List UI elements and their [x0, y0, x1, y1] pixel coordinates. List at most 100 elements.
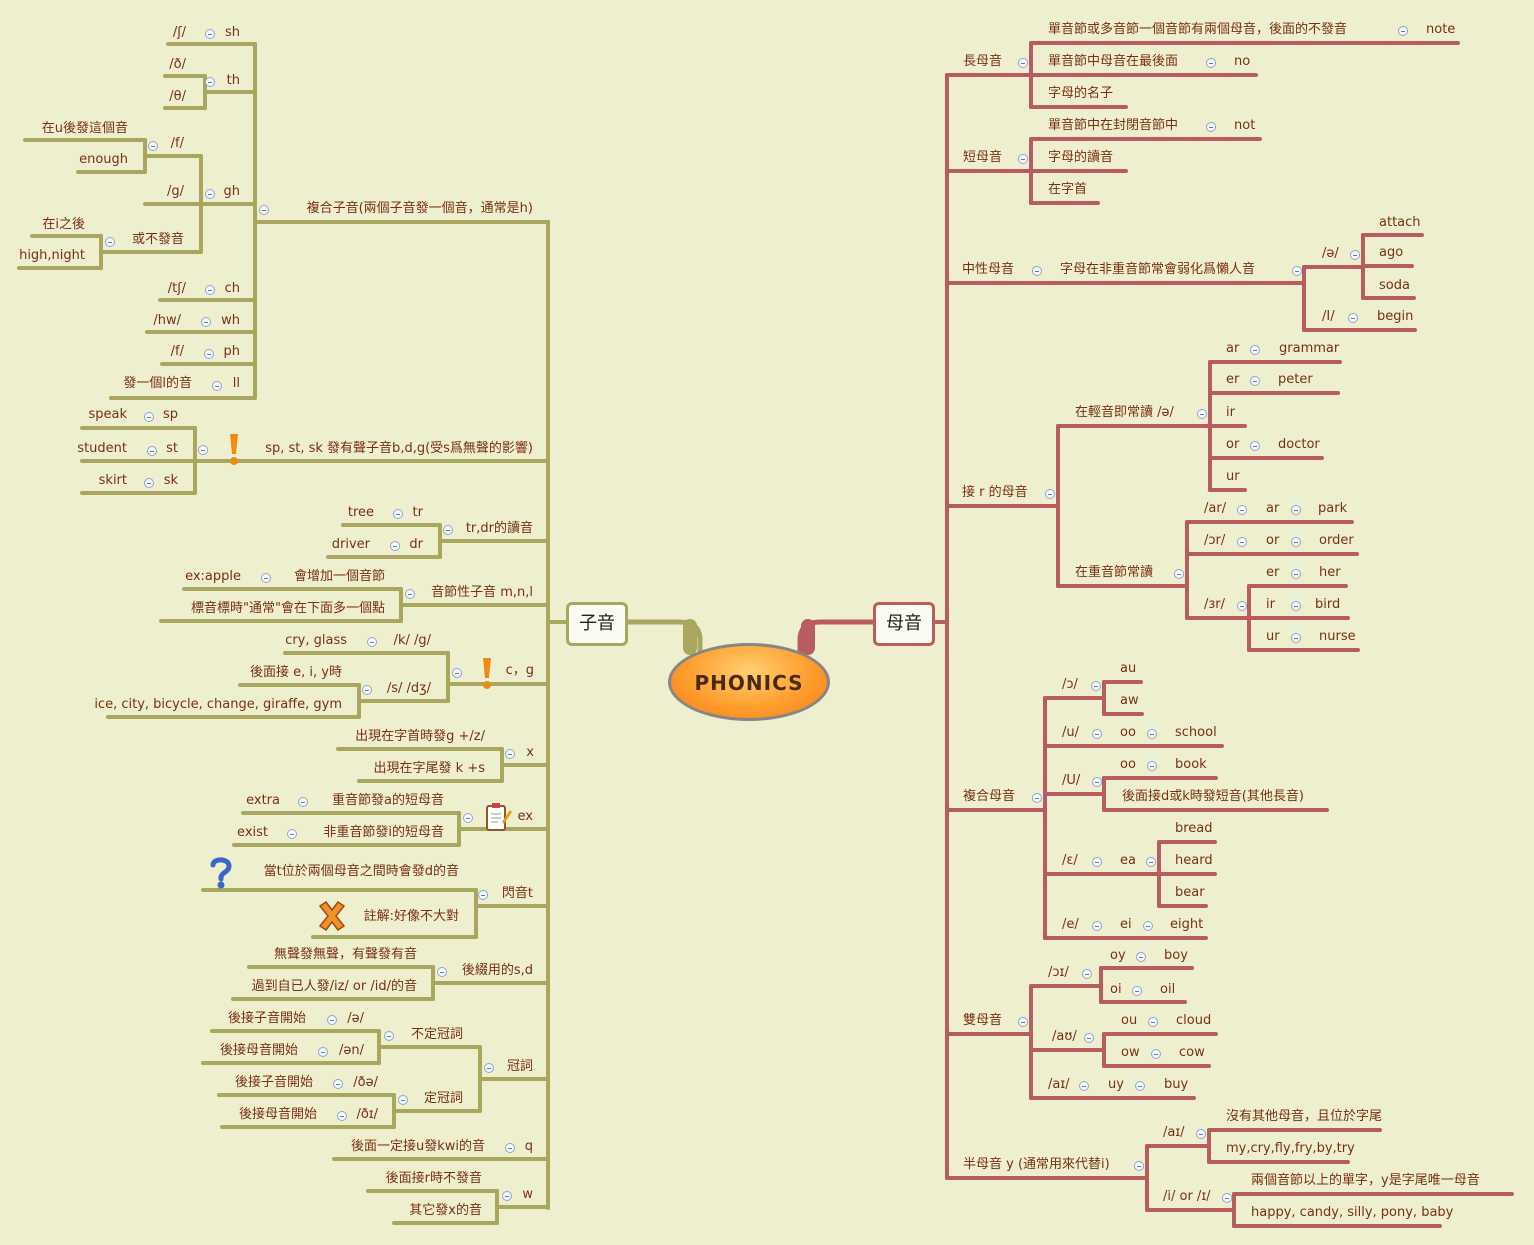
- collapse-toggle[interactable]: [1147, 761, 1157, 771]
- topic-label[interactable]: my,cry,fly,fry,by,try: [1226, 1141, 1355, 1156]
- topic-label[interactable]: ch: [224, 281, 240, 296]
- topic-label[interactable]: /ə/: [1322, 246, 1339, 261]
- topic-label[interactable]: 後接母音開始: [219, 1043, 298, 1058]
- topic-label[interactable]: 在輕音即常讀 /ə/: [1075, 405, 1174, 420]
- topic-label[interactable]: th: [226, 73, 240, 88]
- collapse-toggle[interactable]: [393, 509, 403, 519]
- collapse-toggle[interactable]: [1018, 1017, 1028, 1027]
- collapse-toggle[interactable]: [1292, 266, 1302, 276]
- topic-label[interactable]: oil: [1160, 982, 1176, 997]
- node-short-vowel[interactable]: 短母音: [963, 150, 1003, 165]
- topic-label[interactable]: 出現在字首時發g +/z/: [355, 729, 485, 744]
- topic-label[interactable]: /u/: [1062, 725, 1079, 740]
- topic-label[interactable]: eight: [1170, 917, 1204, 932]
- collapse-toggle[interactable]: [362, 685, 372, 695]
- topic-label[interactable]: /ɜr/: [1204, 597, 1226, 612]
- topic-label[interactable]: enough: [79, 152, 128, 167]
- collapse-toggle[interactable]: [1222, 1193, 1232, 1203]
- collapse-toggle[interactable]: [333, 1079, 343, 1089]
- collapse-toggle[interactable]: [287, 829, 297, 839]
- topic-label[interactable]: er: [1226, 372, 1240, 387]
- collapse-toggle[interactable]: [205, 189, 215, 199]
- central-topic-phonics[interactable]: PHONICS: [668, 643, 830, 721]
- topic-label[interactable]: er: [1266, 565, 1280, 580]
- collapse-toggle[interactable]: [1092, 777, 1102, 787]
- topic-label[interactable]: 其它發x的音: [409, 1203, 482, 1218]
- collapse-toggle[interactable]: [1350, 250, 1360, 260]
- node-long-vowel[interactable]: 長母音: [963, 54, 1003, 69]
- topic-label[interactable]: 會增加一個音節: [293, 569, 385, 584]
- topic-label[interactable]: 標音標時"通常"會在下面多一個點: [191, 601, 385, 616]
- topic-label[interactable]: nurse: [1319, 629, 1356, 644]
- collapse-toggle[interactable]: [261, 573, 271, 583]
- collapse-toggle[interactable]: [105, 237, 115, 247]
- topic-label[interactable]: soda: [1379, 278, 1410, 293]
- topic-label[interactable]: begin: [1377, 309, 1414, 324]
- collapse-toggle[interactable]: [147, 446, 157, 456]
- collapse-toggle[interactable]: [1348, 313, 1358, 323]
- topic-label[interactable]: cow: [1179, 1045, 1205, 1060]
- topic-label[interactable]: ur: [1266, 629, 1280, 644]
- topic-label[interactable]: wh: [221, 313, 240, 328]
- topic-label[interactable]: tr: [412, 505, 423, 520]
- collapse-toggle[interactable]: [337, 1111, 347, 1121]
- topic-label[interactable]: /ə/: [347, 1011, 364, 1026]
- collapse-toggle[interactable]: [144, 412, 154, 422]
- topic-label[interactable]: /ʃ/: [172, 25, 186, 40]
- collapse-toggle[interactable]: [205, 29, 215, 39]
- topic-label[interactable]: tree: [347, 505, 374, 520]
- collapse-toggle[interactable]: [1091, 681, 1101, 691]
- topic-label[interactable]: speak: [88, 407, 127, 422]
- topic-label[interactable]: 在字首: [1048, 182, 1088, 197]
- topic-label[interactable]: /ɔr/: [1204, 533, 1226, 548]
- collapse-toggle[interactable]: [1291, 505, 1301, 515]
- topic-label[interactable]: /f/: [170, 136, 184, 151]
- topic-label[interactable]: book: [1175, 757, 1207, 772]
- main-topic-vowels[interactable]: 母音: [873, 602, 935, 646]
- node-tr-dr[interactable]: tr,dr的讀音: [465, 521, 533, 536]
- topic-label[interactable]: /f/: [170, 344, 184, 359]
- node-compound-consonants[interactable]: 複合子音(兩個子音發一個音，通常是h): [306, 201, 533, 216]
- topic-label[interactable]: /ɔ/: [1062, 677, 1078, 692]
- topic-label[interactable]: /e/: [1062, 917, 1079, 932]
- node-ex[interactable]: ex: [517, 809, 533, 824]
- collapse-toggle[interactable]: [1018, 154, 1028, 164]
- collapse-toggle[interactable]: [1291, 633, 1301, 643]
- topic-label[interactable]: skirt: [98, 473, 127, 488]
- collapse-toggle[interactable]: [1151, 1049, 1161, 1059]
- collapse-toggle[interactable]: [298, 797, 308, 807]
- topic-label[interactable]: bread: [1175, 821, 1213, 836]
- topic-label[interactable]: 沒有其他母音，且位於字尾: [1226, 1109, 1383, 1124]
- topic-label[interactable]: ei: [1120, 917, 1132, 932]
- topic-label[interactable]: /θ/: [169, 89, 186, 104]
- topic-label[interactable]: ar: [1226, 341, 1240, 356]
- topic-label[interactable]: park: [1318, 501, 1348, 516]
- collapse-toggle[interactable]: [405, 589, 415, 599]
- collapse-toggle[interactable]: [1206, 122, 1216, 132]
- topic-label[interactable]: 或不發音: [131, 232, 184, 247]
- topic-label[interactable]: 字母在非重音節常會弱化爲懶人音: [1060, 262, 1256, 277]
- node-q[interactable]: q: [524, 1139, 533, 1154]
- node-diphthong[interactable]: 雙母音: [963, 1013, 1003, 1028]
- topic-label[interactable]: /k/ /g/: [393, 633, 431, 648]
- topic-label[interactable]: exist: [237, 825, 268, 840]
- topic-label[interactable]: 不定冠詞: [410, 1027, 463, 1042]
- collapse-toggle[interactable]: [1206, 58, 1216, 68]
- topic-label[interactable]: ice, city, bicycle, change, giraffe, gym: [94, 697, 342, 712]
- node-suffix-sd[interactable]: 後綴用的s,d: [461, 963, 533, 978]
- collapse-toggle[interactable]: [1032, 266, 1042, 276]
- node-flap-t[interactable]: 閃音t: [501, 886, 533, 901]
- topic-label[interactable]: 非重音節發i的短母音: [323, 825, 444, 840]
- collapse-toggle[interactable]: [205, 77, 215, 87]
- collapse-toggle[interactable]: [1291, 569, 1301, 579]
- topic-label[interactable]: 後接子音開始: [234, 1075, 313, 1090]
- topic-label[interactable]: peter: [1278, 372, 1313, 387]
- topic-label[interactable]: /aɪ/: [1163, 1125, 1185, 1140]
- collapse-toggle[interactable]: [1174, 569, 1184, 579]
- topic-label[interactable]: ph: [223, 344, 241, 359]
- topic-label[interactable]: st: [166, 441, 178, 456]
- node-c-g[interactable]: c，g: [505, 663, 534, 678]
- topic-label[interactable]: oo: [1120, 757, 1136, 772]
- collapse-toggle[interactable]: [1291, 601, 1301, 611]
- topic-label[interactable]: not: [1234, 118, 1256, 133]
